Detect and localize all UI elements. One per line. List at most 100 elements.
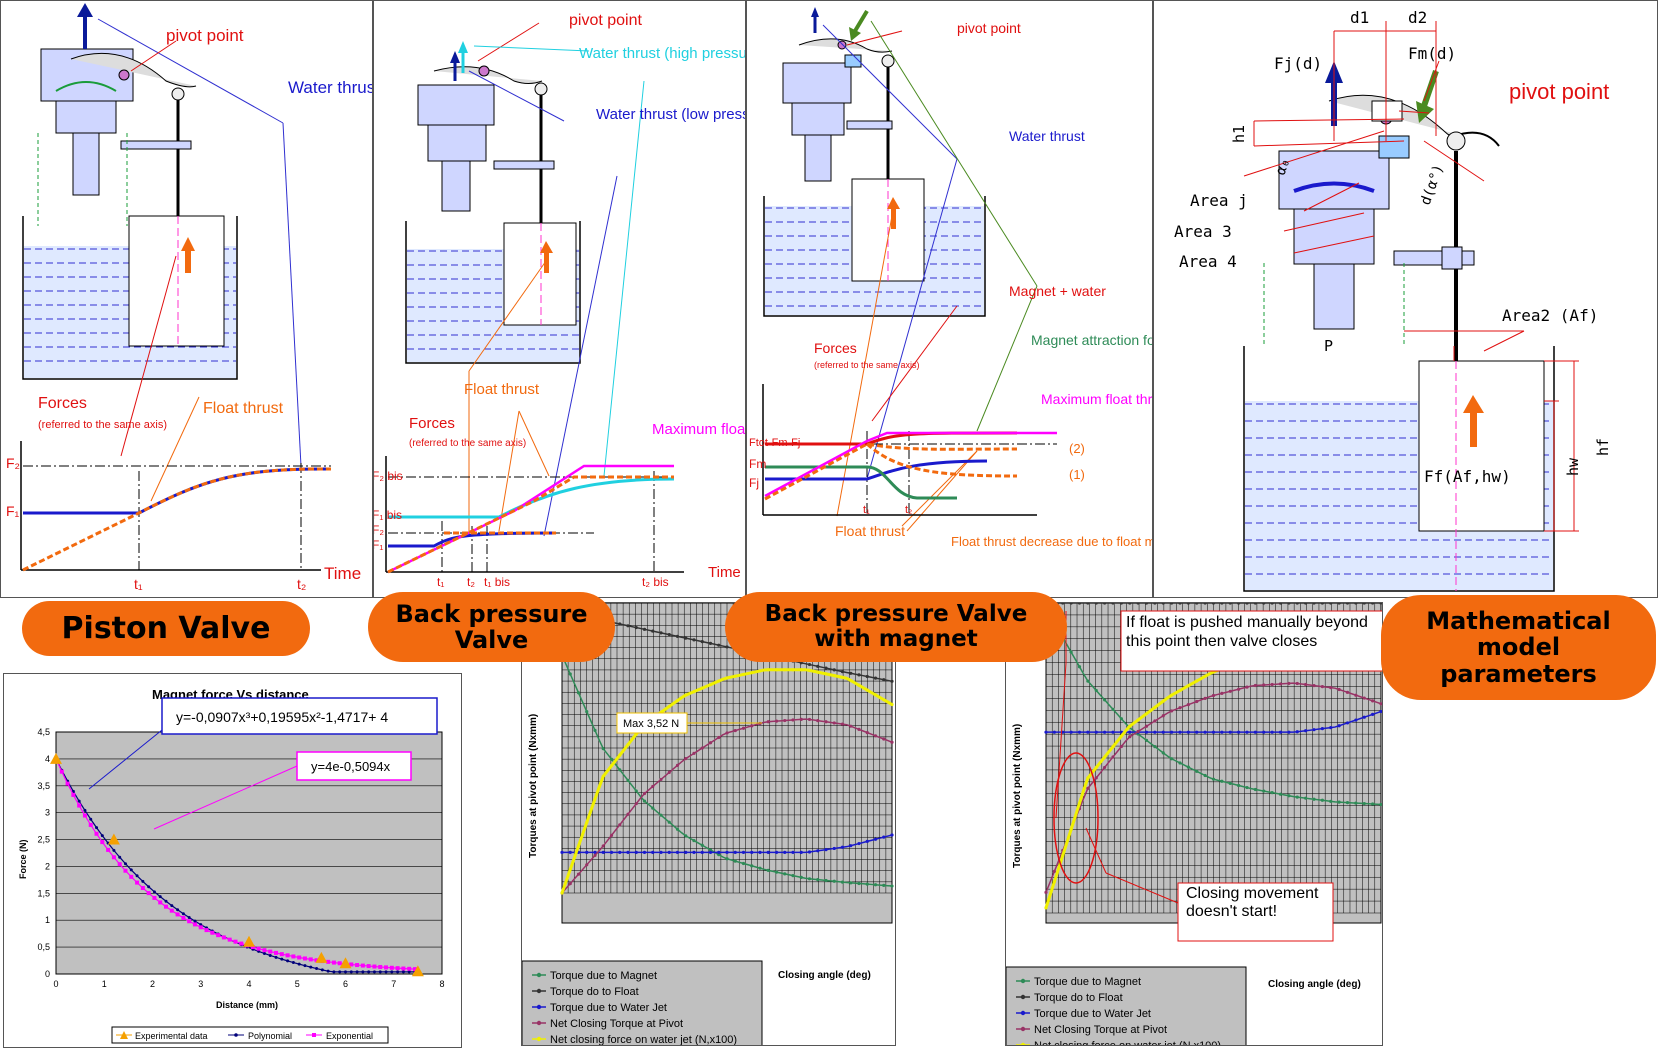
torque-series-point bbox=[1061, 603, 1065, 605]
torque-series-point bbox=[626, 624, 630, 628]
mg-forces-label: Forces bbox=[814, 340, 857, 356]
chart1-poly-point bbox=[332, 970, 336, 974]
torque-series-point bbox=[857, 683, 861, 687]
bp-forces-label: Forces bbox=[409, 415, 455, 432]
chart1-xlabel: Distance (mm) bbox=[216, 1000, 278, 1010]
torque-series-point bbox=[609, 764, 614, 768]
torque-series-point bbox=[816, 664, 820, 668]
torque-series-point bbox=[882, 883, 886, 887]
torque-series-point bbox=[560, 891, 564, 895]
chart1-poly-point bbox=[367, 970, 371, 974]
torque-series-point bbox=[1312, 683, 1316, 688]
torque-series-point bbox=[1111, 707, 1115, 711]
math-area-4-label: Area 4 bbox=[1179, 252, 1237, 271]
torque-series-point bbox=[1228, 781, 1232, 785]
torque-series-point bbox=[758, 669, 762, 673]
mg-water-label: Water thrust bbox=[1009, 128, 1085, 144]
torque-series-point bbox=[873, 676, 878, 680]
chart1-exp-point bbox=[59, 769, 64, 774]
mg-label-1: (1) bbox=[1069, 467, 1085, 482]
torque-series-point bbox=[1153, 603, 1157, 605]
torque-series-point bbox=[1211, 730, 1216, 734]
torque-series-point bbox=[832, 721, 836, 725]
torque-series-point bbox=[585, 820, 589, 825]
torque-series-point bbox=[840, 675, 845, 679]
torque-series-point bbox=[865, 882, 869, 886]
torque-series-point bbox=[1153, 705, 1157, 709]
torque-series-point bbox=[750, 850, 754, 854]
chart1-ytick: 4,5 bbox=[37, 727, 50, 737]
torque-series-point bbox=[1044, 890, 1048, 894]
torque-series-point bbox=[725, 731, 729, 735]
torque-series-point bbox=[1119, 717, 1123, 721]
chart1-poly-point bbox=[262, 951, 266, 955]
chart1-legend-1: Polynomial bbox=[248, 1031, 292, 1041]
chart1-ytick: 3 bbox=[45, 808, 50, 818]
torque-series-point bbox=[1304, 729, 1308, 733]
chart1-ytick: 1 bbox=[45, 915, 50, 925]
torque-series-point bbox=[684, 757, 688, 761]
torque-series-point bbox=[1379, 702, 1382, 706]
torque-series-point bbox=[1253, 730, 1257, 734]
torque-series-point bbox=[1178, 603, 1182, 605]
torque-series-point bbox=[634, 802, 638, 806]
torque-series-point bbox=[1228, 689, 1232, 693]
torque-series-point bbox=[1337, 603, 1341, 605]
chart1-poly-point bbox=[338, 970, 342, 974]
piston-f2-label: F₂ bbox=[6, 455, 20, 471]
torque-series-point bbox=[1144, 724, 1149, 728]
torque-series-point bbox=[1128, 735, 1132, 739]
torque-series-point bbox=[857, 727, 861, 731]
torque-series-point bbox=[700, 850, 704, 854]
torque-series-point bbox=[1186, 684, 1190, 688]
chart1-poly-point bbox=[176, 908, 180, 912]
chart1-poly-point bbox=[344, 970, 347, 974]
torque-series-point bbox=[675, 763, 680, 767]
chart1-poly-point bbox=[361, 970, 365, 974]
chart1-exp-data-point bbox=[107, 833, 120, 845]
torque-series-point bbox=[882, 678, 886, 682]
chart1-exp-point bbox=[71, 792, 76, 797]
torque-chart-2: If float is pushed manually beyond this … bbox=[1005, 602, 1383, 1046]
torque-series-point bbox=[890, 679, 894, 683]
chart1-poly-point bbox=[181, 912, 185, 916]
torque-series-point bbox=[1103, 765, 1107, 770]
title-math-model: Mathematical model parameters bbox=[1381, 595, 1656, 700]
torque-series-point bbox=[651, 784, 655, 789]
torque-series-point bbox=[1153, 719, 1157, 723]
torque-series-point bbox=[1295, 603, 1299, 605]
torque-series-point bbox=[651, 850, 655, 854]
torque-series-point bbox=[1287, 603, 1291, 605]
torque-series-point bbox=[1111, 730, 1115, 734]
torque-series-point bbox=[1220, 730, 1224, 734]
torque-series-point bbox=[1278, 730, 1283, 734]
torque-series-point bbox=[1287, 681, 1291, 686]
torque-series-point bbox=[1312, 728, 1316, 732]
bp-float-label: Float thrust bbox=[464, 381, 540, 398]
torque-series-point bbox=[659, 777, 663, 782]
torque-series-point bbox=[766, 868, 770, 872]
chart1-poly-point bbox=[355, 970, 359, 974]
chart1-exp-data-point bbox=[315, 951, 328, 963]
torque-legend-item: Net Closing Torque at Pivot bbox=[550, 1018, 683, 1030]
torque-series-point bbox=[717, 853, 721, 857]
torque-series-point bbox=[1086, 679, 1090, 683]
chart1-poly-point bbox=[309, 965, 313, 969]
torque-series-point bbox=[1144, 738, 1149, 742]
torque-series-point bbox=[774, 719, 779, 723]
math-p-label: P bbox=[1324, 337, 1333, 355]
torque-series-point bbox=[1061, 853, 1065, 858]
torque-series-point bbox=[857, 841, 861, 846]
piston-forces-label: Forces bbox=[38, 395, 87, 412]
chart1-exp-point bbox=[302, 956, 307, 961]
chart1-poly-point bbox=[135, 874, 139, 878]
torque-series-point bbox=[1320, 603, 1324, 605]
torque-series-point bbox=[807, 877, 812, 881]
math-model-panel: d1 d2 Fj(d) Fm(d) pivot point h1 α₀ d(α°… bbox=[1153, 0, 1658, 598]
chart1-xtick: 8 bbox=[439, 979, 444, 989]
chart1-xtick: 5 bbox=[295, 979, 300, 989]
torque-series-point bbox=[659, 813, 663, 817]
torque-series-point bbox=[1195, 730, 1199, 734]
torque-series-point bbox=[1103, 730, 1107, 734]
